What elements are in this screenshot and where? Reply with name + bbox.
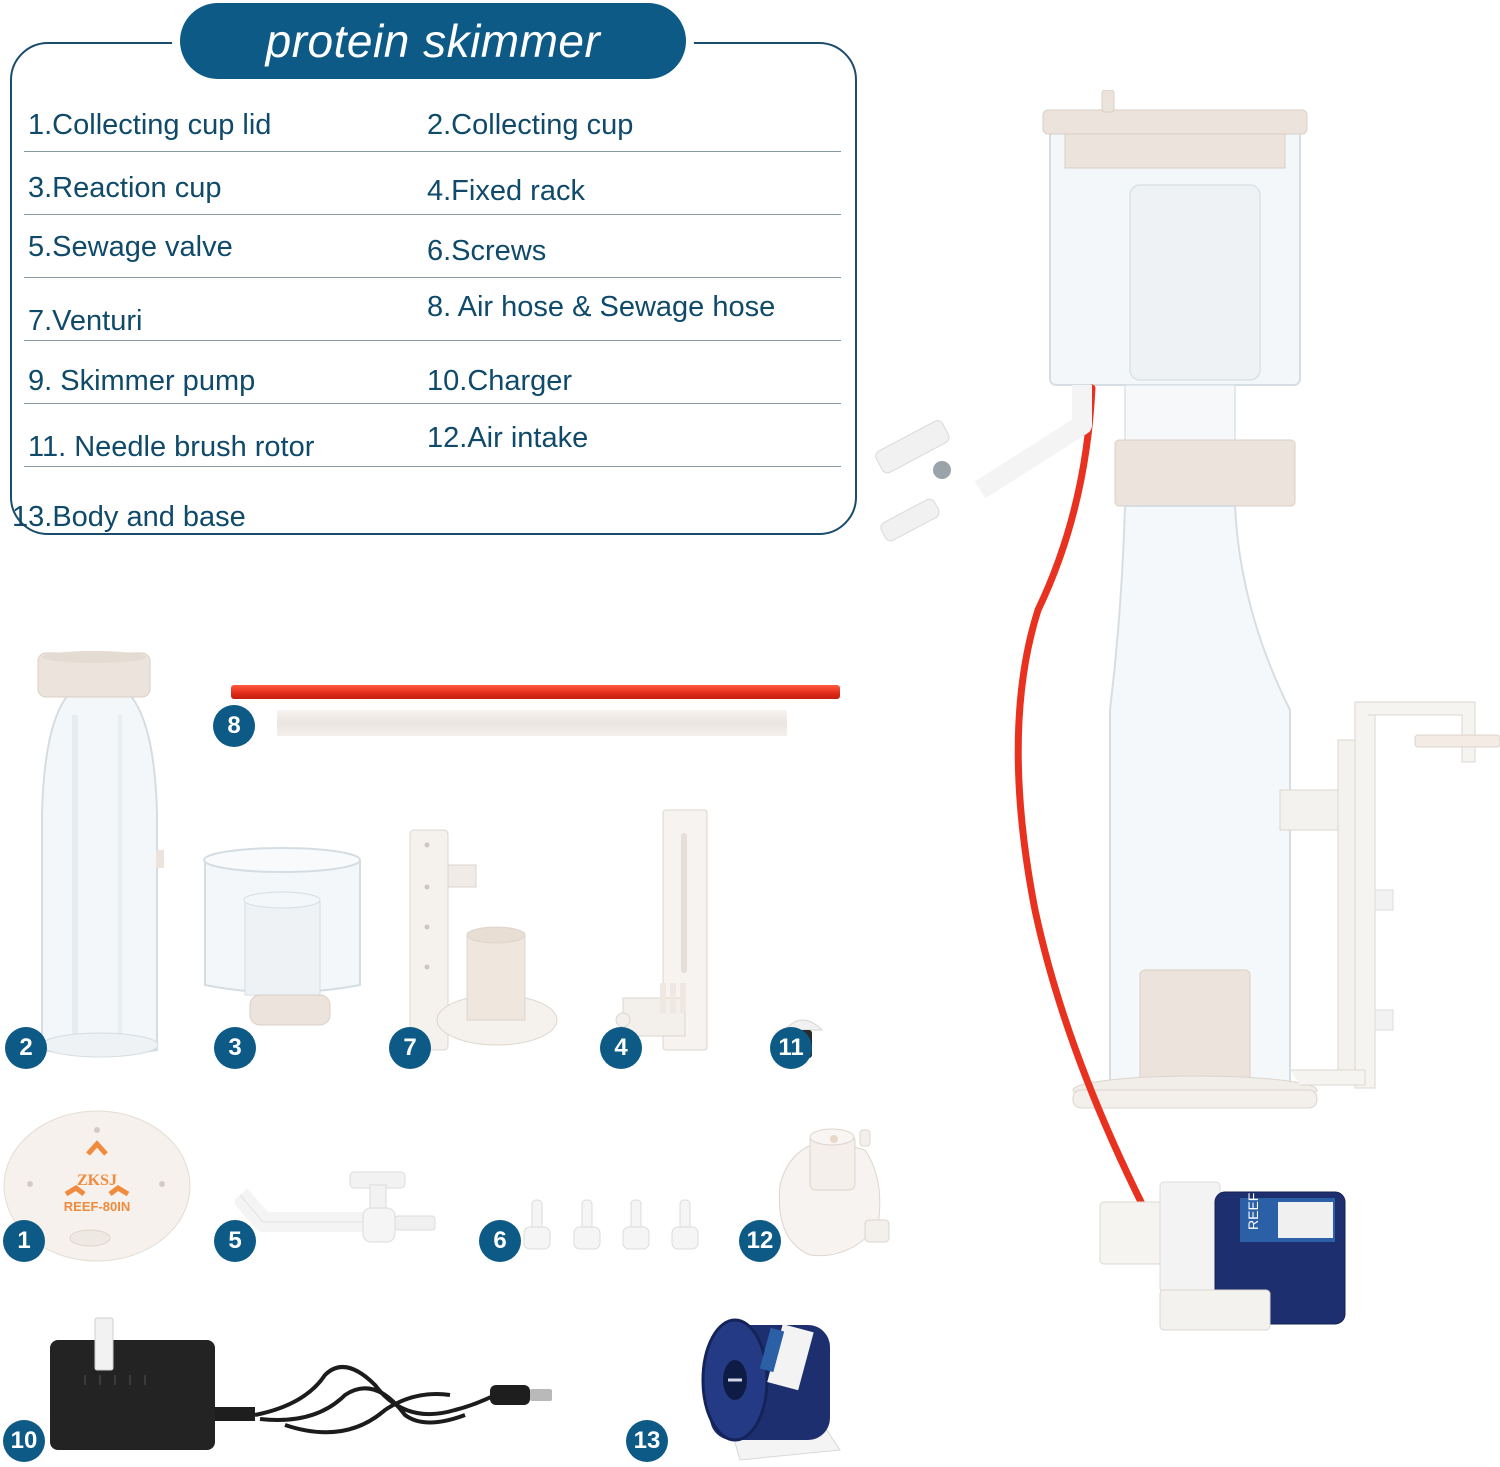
list-row: 1.Collecting cup lid 2.Collecting cup xyxy=(24,100,841,152)
charger-image xyxy=(50,1317,552,1450)
badge-8: 8 xyxy=(213,705,255,747)
badge-7: 7 xyxy=(389,1027,431,1069)
badge-10: 10 xyxy=(3,1420,45,1462)
air-hose xyxy=(1014,384,1149,1214)
page-title: protein skimmer xyxy=(265,15,601,67)
list-item: 13.Body and base xyxy=(12,500,246,533)
sewage-hose-white xyxy=(277,710,787,736)
badge-12: 12 xyxy=(739,1220,781,1262)
list-item: 12.Air intake xyxy=(427,421,589,454)
list-item: 11. Needle brush rotor xyxy=(28,430,315,463)
air-hose-red xyxy=(231,685,840,699)
body-clamp-ring xyxy=(1114,439,1296,507)
badge-6: 6 xyxy=(479,1220,521,1262)
venturi-image xyxy=(409,829,558,1051)
list-item: 9. Skimmer pump xyxy=(28,364,256,397)
badge-11: 11 xyxy=(770,1027,812,1069)
list-item: 6.Screws xyxy=(427,234,547,267)
badge-13: 13 xyxy=(626,1420,668,1462)
list-row: 9. Skimmer pump 10.Charger xyxy=(24,341,841,404)
list-item: 5.Sewage valve xyxy=(28,230,233,263)
pump-label: REEF xyxy=(1245,1193,1261,1230)
list-row: 7.Venturi 8. Air hose & Sewage hose xyxy=(24,278,841,341)
air-intake-image xyxy=(778,1128,890,1257)
badge-3: 3 xyxy=(214,1027,256,1069)
list-item: 2.Collecting cup xyxy=(427,109,634,141)
collecting-cup-image xyxy=(37,651,164,1058)
list-item: 3.Reaction cup xyxy=(28,171,222,204)
badge-5: 5 xyxy=(214,1220,256,1262)
collecting-cup-lid-image: ZKSJ REEF-80IN xyxy=(3,1110,191,1262)
list-row: 13.Body and base xyxy=(12,467,841,547)
badge-2: 2 xyxy=(5,1027,47,1069)
lid-model-text: REEF-80IN xyxy=(64,1199,130,1214)
list-item: 7.Venturi xyxy=(28,304,143,337)
parts-list: 1.Collecting cup lid 2.Collecting cup 3.… xyxy=(12,100,841,547)
list-row: 11. Needle brush rotor 12.Air intake xyxy=(24,404,841,467)
list-item: 8. Air hose & Sewage hose xyxy=(427,290,776,323)
list-item: 1.Collecting cup lid xyxy=(28,109,272,141)
badge-4: 4 xyxy=(600,1027,642,1069)
body-and-base-image xyxy=(701,1318,841,1461)
list-row: 5.Sewage valve 6.Screws xyxy=(24,215,841,278)
sewage-valve-handle xyxy=(875,420,950,474)
list-item: 4.Fixed rack xyxy=(427,174,585,207)
reaction-cup-image xyxy=(203,847,361,1026)
list-row: 3.Reaction cup 4.Fixed rack xyxy=(24,152,841,215)
lid-brand-text: ZKSJ xyxy=(77,1172,117,1189)
fixed-rack xyxy=(1354,701,1376,1089)
title-banner: protein skimmer xyxy=(180,3,686,79)
screws-image xyxy=(523,1199,699,1250)
list-item: 10.Charger xyxy=(427,364,573,397)
collecting-cup-lid xyxy=(1042,109,1308,135)
assembled-skimmer-image: REEF xyxy=(875,90,1500,1331)
sewage-valve-image xyxy=(235,1171,436,1243)
fixed-rack-image xyxy=(615,809,708,1051)
badge-1: 1 xyxy=(3,1220,45,1262)
